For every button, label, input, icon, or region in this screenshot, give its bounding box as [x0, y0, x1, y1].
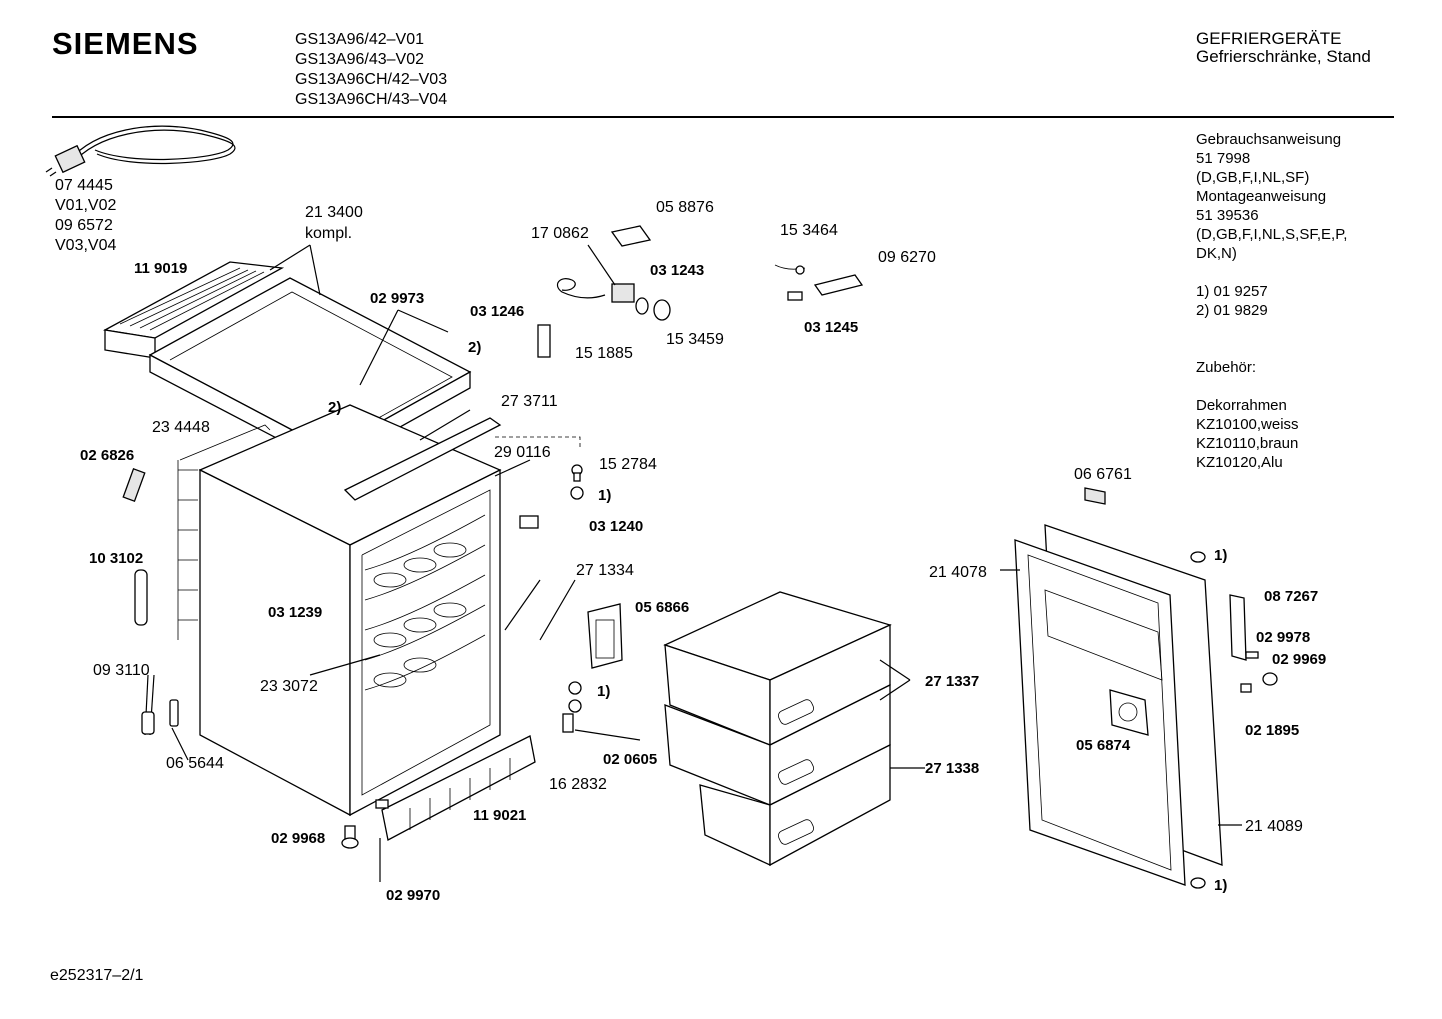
header-divider — [52, 116, 1394, 118]
document-id: e252317–2/1 — [50, 967, 144, 984]
cabinet-body-drawing — [177, 404, 502, 817]
lamp-drawing — [774, 264, 864, 301]
label-026826: 02 6826 — [80, 447, 134, 464]
side-note-line: (D,GB,F,I,NL,SF) — [1196, 169, 1310, 186]
footnote-2-upper: 2) — [468, 339, 481, 356]
power-cord-drawing — [45, 125, 236, 177]
side-note-line: 2) 01 9829 — [1196, 302, 1268, 319]
label-074445: 07 4445 — [55, 177, 113, 194]
side-note-line: KZ10120,Alu — [1196, 454, 1283, 471]
drawers-drawing — [663, 591, 892, 867]
label-234448: 23 4448 — [152, 419, 210, 436]
label-020605: 02 0605 — [603, 751, 657, 768]
side-note-line: KZ10100,weiss — [1196, 416, 1299, 433]
label-029970: 02 9970 — [386, 887, 440, 904]
side-note-line: 1) 01 9257 — [1196, 283, 1268, 300]
footnote-2-lower: 2) — [328, 399, 341, 416]
category-line-2: Gefrierschränke, Stand — [1196, 47, 1371, 66]
label-066761: 06 6761 — [1074, 466, 1132, 483]
label-233072: 23 3072 — [260, 678, 318, 695]
label-031246: 03 1246 — [470, 303, 524, 320]
label-119021: 11 9021 — [473, 807, 526, 824]
side-note-line: KZ10110,braun — [1196, 435, 1299, 452]
label-031245: 03 1245 — [804, 319, 858, 336]
label-271338: 27 1338 — [925, 760, 979, 777]
brand-logo: SIEMENS — [52, 26, 199, 61]
label-029978: 02 9978 — [1256, 629, 1310, 646]
label-029969: 02 9969 — [1272, 651, 1326, 668]
side-note-line: Montageanweisung — [1196, 188, 1327, 205]
label-056866: 05 6866 — [635, 599, 689, 616]
model-line: GS13A96CH/43–V04 — [295, 91, 448, 108]
label-170862: 17 0862 — [531, 225, 589, 242]
small-parts-drawing — [122, 464, 623, 849]
footnote-1-d: 1) — [1214, 877, 1227, 894]
label-087267: 08 7267 — [1264, 588, 1318, 605]
side-note-line: Gebrauchsanweisung — [1196, 131, 1342, 148]
side-note-line: Zubehör: — [1196, 359, 1257, 376]
label-290116: 29 0116 — [494, 444, 551, 461]
rail-drawing — [343, 417, 581, 501]
label-271337: 27 1337 — [925, 673, 979, 690]
label-153459: 15 3459 — [666, 331, 724, 348]
label-151885: 15 1885 — [575, 345, 633, 362]
label-096270: 09 6270 — [878, 249, 936, 266]
side-note-line: 51 39536 — [1196, 207, 1259, 224]
label-119019: 11 9019 — [134, 260, 187, 277]
label-029973: 02 9973 — [370, 290, 424, 307]
side-note-line: DK,N) — [1196, 245, 1237, 262]
footnote-1-a: 1) — [598, 487, 611, 504]
category-line-1: GEFRIERGERÄTE — [1196, 29, 1342, 48]
part-labels: 07 4445 V01,V02 09 6572 V03,V04 11 9019 … — [55, 177, 1326, 904]
leader-lines — [171, 244, 1242, 882]
label-153464: 15 3464 — [780, 222, 838, 239]
footnote-1-c: 1) — [1214, 547, 1227, 564]
label-031240: 03 1240 — [589, 518, 643, 535]
thermostat-drawing — [537, 225, 671, 358]
label-v03v04: V03,V04 — [55, 237, 116, 254]
model-list: GS13A96/42–V01 GS13A96/43–V02 GS13A96CH/… — [295, 30, 447, 110]
label-096572: 09 6572 — [55, 217, 113, 234]
side-note-line: (D,GB,F,I,NL,S,SF,E,P, — [1196, 226, 1348, 243]
label-031239: 03 1239 — [268, 604, 322, 621]
category-heading: GEFRIERGERÄTE Gefrierschränke, Stand — [1196, 30, 1371, 66]
label-029968: 02 9968 — [271, 830, 325, 847]
label-273711: 27 3711 — [501, 393, 558, 410]
side-note-line: Dekorrahmen — [1196, 397, 1287, 414]
label-271334: 27 1334 — [576, 562, 634, 579]
model-line: GS13A96/43–V02 — [295, 51, 424, 68]
label-021895: 02 1895 — [1245, 722, 1299, 739]
label-214078: 21 4078 — [929, 564, 987, 581]
model-line: GS13A96/42–V01 — [295, 31, 424, 48]
label-058876: 05 8876 — [656, 199, 714, 216]
side-notes: Gebrauchsanweisung 51 7998 (D,GB,F,I,NL,SF… — [1196, 130, 1347, 472]
label-v01v02: V01,V02 — [55, 197, 116, 214]
label-031243: 03 1243 — [650, 262, 704, 279]
label-213400: 21 3400 — [305, 204, 363, 221]
label-056874: 05 6874 — [1076, 737, 1131, 754]
top-grille-drawing — [103, 261, 285, 359]
side-note-line: 51 7998 — [1196, 150, 1251, 167]
label-065644: 06 5644 — [166, 755, 224, 772]
door-drawing — [1014, 487, 1278, 889]
label-093110: 09 3110 — [93, 662, 150, 679]
label-162832: 16 2832 — [549, 776, 607, 793]
label-103102: 10 3102 — [89, 550, 143, 567]
label-214089: 21 4089 — [1245, 818, 1303, 835]
model-line: GS13A96CH/42–V03 — [295, 71, 448, 88]
label-152784: 15 2784 — [599, 456, 657, 473]
footnote-1-b: 1) — [597, 683, 610, 700]
label-kompl: kompl. — [305, 225, 352, 242]
